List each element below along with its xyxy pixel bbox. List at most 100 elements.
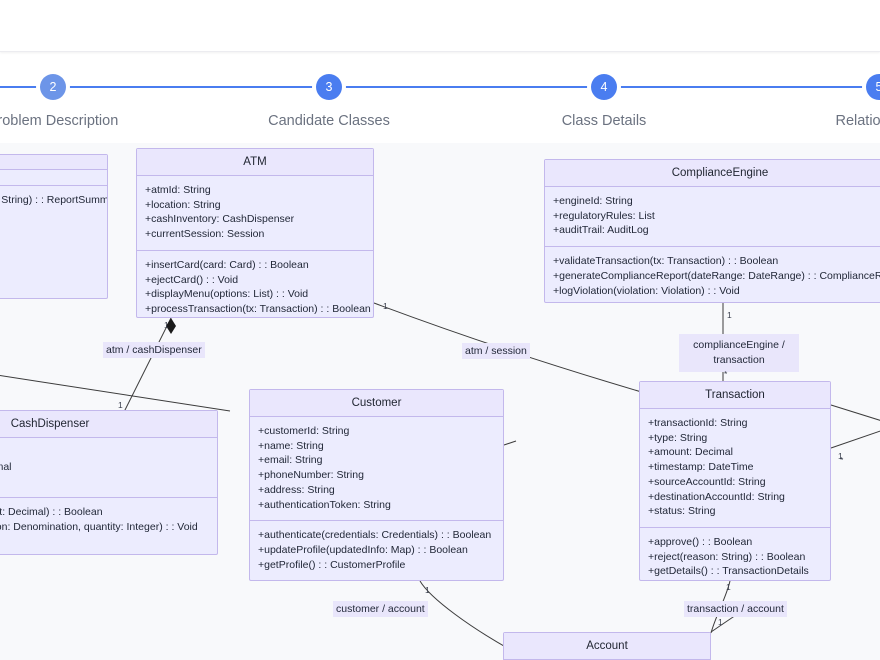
uml-class-name: ComplianceEngine [545, 160, 880, 187]
uml-class-box[interactable]: +generateReport(type: String) : : Report… [0, 154, 108, 299]
uml-method: +ejectCard() : : Void [145, 273, 239, 286]
diagram-canvas[interactable]: +generateReport(type: String) : : Report… [0, 143, 880, 660]
uml-attributes-section: +dispenserId: String+currentBalance: Dec… [0, 438, 217, 499]
stepper-step-number[interactable]: 3 [316, 74, 342, 100]
uml-attribute: +denominations: Map [0, 474, 209, 489]
stepper-step-5[interactable]: 5Relationships [759, 51, 880, 129]
uml-attribute: +currentSession: Session [145, 228, 265, 241]
uml-method: +updateProfile(updatedInfo: Map) : : Boo… [258, 543, 468, 556]
uml-attribute: +regulatoryRules: List [553, 209, 655, 222]
edge-customer-right-stub [503, 440, 517, 446]
uml-attribute: +authenticationToken: String [258, 498, 391, 511]
uml-attribute: +sourceAccountId: String [648, 475, 766, 488]
stepper-step-label: Relationships [835, 113, 880, 129]
uml-class-name [0, 155, 107, 170]
uml-methods-section: +authenticate(credentials: Credentials) … [250, 521, 503, 580]
relationship-label: complianceEngine / transaction [679, 334, 799, 372]
uml-method: +getDetails() : : TransactionDetails [648, 565, 809, 578]
uml-attribute: +engineId: String [553, 195, 633, 207]
uml-method: +authenticate(credentials: Credentials) … [258, 529, 492, 542]
app-header-bar [0, 0, 880, 52]
uml-method: +displayMenu(options: List) : : Void [145, 288, 309, 301]
stepper-step-number[interactable]: 5 [866, 74, 880, 100]
edge-account-right-stub [710, 614, 737, 633]
multiplicity-label: 1 [838, 451, 843, 461]
uml-methods-section: +validateTransaction(tx: Transaction) : … [545, 247, 880, 306]
uml-class-box[interactable]: CashDispenser+dispenserId: String+curren… [0, 410, 218, 555]
multiplicity-label: * [840, 455, 844, 465]
stepper-step-label: Class Details [561, 113, 647, 129]
relationship-label: transaction / account [684, 601, 787, 617]
uml-attributes-section: +engineId: String +regulatoryRules: List +… [545, 187, 880, 248]
uml-attribute: +dispenserId: String [0, 445, 209, 460]
uml-method: +generateReport(type: String) : : Report… [0, 194, 107, 206]
uml-attributes-section: +customerId: String +name: String +email: … [250, 417, 503, 522]
stepper-step-number[interactable]: 2 [40, 74, 66, 100]
uml-class-box[interactable]: ComplianceEngine +engineId: String +regula… [544, 159, 880, 303]
uml-attribute: +transactionId: String [648, 417, 748, 429]
multiplicity-label: 1 [726, 582, 731, 592]
multiplicity-label: * [724, 369, 728, 379]
multiplicity-label: 1 [727, 310, 732, 320]
edge-transaction-right-lower [830, 430, 880, 449]
uml-method: +getProfile() : : CustomerProfile [258, 558, 406, 571]
multiplicity-label: 1 [164, 320, 169, 330]
uml-method: +processTransaction(tx: Transaction) : :… [145, 302, 371, 315]
uml-class-name: Transaction [640, 382, 830, 409]
stepper-step-label: Problem Description [0, 113, 119, 129]
uml-class-name: Account [504, 633, 710, 660]
multiplicity-label: 1 [383, 301, 388, 311]
uml-method: +insertCard(card: Card) : : Boolean [145, 258, 309, 271]
uml-attribute: +atmId: String [145, 184, 211, 196]
stepper-step-number[interactable]: 4 [591, 74, 617, 100]
uml-attributes-section [0, 170, 107, 186]
uml-attributes-section: +atmId: String+location: String+cashInve… [137, 176, 373, 251]
uml-attribute: +customerId: String [258, 425, 350, 437]
uml-method: +refillCash(denomination: Denomination, … [0, 520, 198, 533]
relationship-label: atm / session [462, 343, 530, 359]
stepper-track [0, 86, 880, 88]
uml-class-box[interactable]: Customer +customerId: String +name: String… [249, 389, 504, 581]
multiplicity-label: 1 [718, 617, 723, 627]
uml-attribute: +timestamp: DateTime [648, 461, 754, 474]
uml-attribute: +address: String [258, 483, 335, 496]
uml-class-name: Customer [250, 390, 503, 417]
uml-attribute: +currentBalance: Decimal [0, 460, 12, 473]
uml-method: +reject(reason: String) : : Boolean [648, 550, 806, 563]
uml-attribute: +name: String [258, 439, 324, 452]
multiplicity-label: 1 [425, 585, 430, 595]
uml-class-box[interactable]: Transaction +transactionId: String +type: … [639, 381, 831, 581]
uml-attribute: +type: String [648, 431, 708, 444]
uml-methods-section: +dispenseCash(amount: Decimal) : : Boole… [0, 498, 217, 542]
edge-atm-cashdispenser [120, 317, 176, 419]
multiplicity-label: 1 [118, 400, 123, 410]
uml-class-name: CashDispenser [0, 411, 217, 438]
uml-attribute: +phoneNumber: String [258, 469, 364, 482]
uml-class-box[interactable]: ATM+atmId: String+location: String+cashI… [136, 148, 374, 318]
uml-class-box[interactable]: Account [503, 632, 711, 660]
edge-transaction-right-upper [830, 404, 880, 421]
uml-methods-section: +generateReport(type: String) : : Report… [0, 186, 107, 216]
uml-method: +generateComplianceReport(dateRange: Dat… [553, 269, 880, 282]
edge-left-crossing [0, 375, 231, 412]
uml-attribute: +amount: Decimal [648, 446, 733, 459]
stepper-step-label: Candidate Classes [268, 113, 390, 129]
uml-attribute: +email: String [258, 454, 323, 467]
uml-method: +validateTransaction(tx: Transaction) : … [553, 255, 779, 268]
uml-methods-section: +insertCard(card: Card) : : Boolean +ejec… [137, 251, 373, 325]
uml-attributes-section: +transactionId: String +type: String +amou… [640, 409, 830, 528]
uml-attribute: +cashInventory: CashDispenser [145, 213, 295, 226]
uml-method: +logViolation(violation: Violation) : : … [553, 284, 740, 297]
relationship-label: customer / account [333, 601, 428, 617]
uml-method: +dispenseCash(amount: Decimal) : : Boole… [0, 506, 103, 519]
uml-methods-section: +approve() : : Boolean +reject(reason: St… [640, 528, 830, 587]
uml-method: +approve() : : Boolean [648, 535, 753, 548]
uml-attribute: +status: String [648, 505, 716, 518]
relationship-label: atm / cashDispenser [103, 342, 205, 358]
uml-attribute: +auditTrail: AuditLog [553, 224, 649, 237]
